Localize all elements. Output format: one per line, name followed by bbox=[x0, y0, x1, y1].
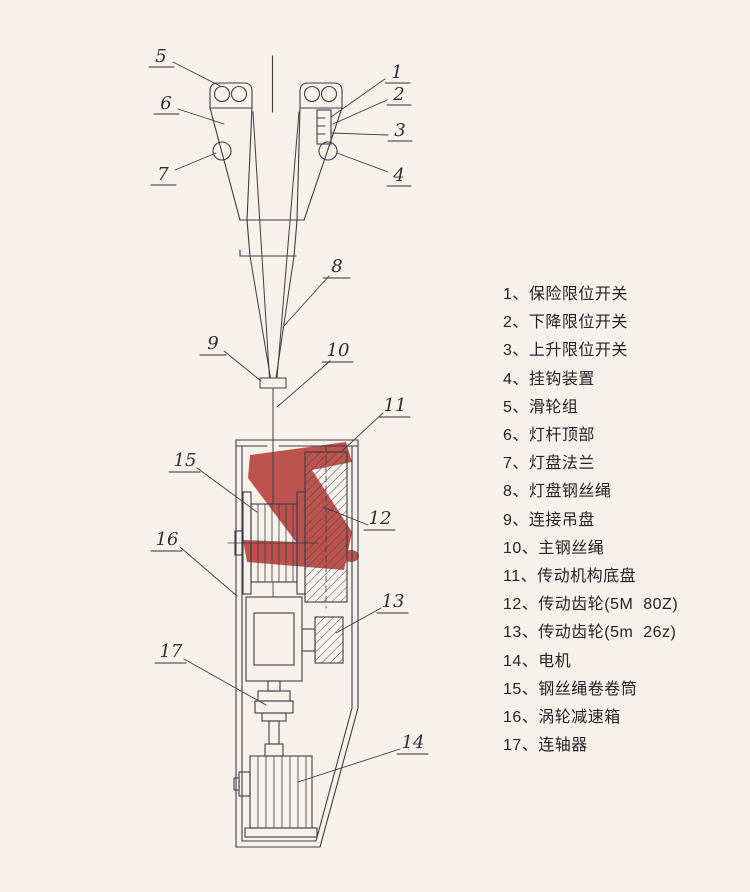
lamp-plate-flange bbox=[212, 141, 232, 161]
hook-device bbox=[318, 141, 338, 161]
legend-item-12: 12、传动齿轮(5M 80Z) bbox=[503, 596, 679, 614]
chassis-frame bbox=[235, 439, 359, 848]
coupling bbox=[254, 680, 294, 745]
part-label-17: 17 bbox=[160, 641, 183, 662]
limit-switch-box bbox=[316, 109, 332, 145]
part-label-15: 15 bbox=[174, 450, 197, 471]
leader-lines bbox=[172, 61, 401, 783]
wire-ropes bbox=[249, 111, 300, 505]
part-label-8: 8 bbox=[331, 256, 342, 277]
transmission-gear-small bbox=[301, 616, 344, 664]
part-label-5: 5 bbox=[155, 46, 166, 67]
part-labels: 5 6 7 1 2 3 4 8 9 10 11 15 12 16 13 17 1… bbox=[155, 46, 424, 753]
part-label-7: 7 bbox=[157, 164, 169, 185]
legend-item-4: 4、挂钩装置 bbox=[503, 370, 595, 388]
part-label-9: 9 bbox=[207, 333, 218, 354]
worm-gear-reducer bbox=[245, 581, 303, 682]
part-label-3: 3 bbox=[394, 120, 405, 141]
pulley-block-left bbox=[209, 82, 253, 109]
part-label-14: 14 bbox=[402, 732, 425, 753]
part-label-11: 11 bbox=[384, 395, 407, 416]
pulley-block-right bbox=[299, 82, 343, 109]
pole-top-plates bbox=[209, 107, 343, 257]
connecting-plate bbox=[259, 377, 287, 389]
legend-item-2: 2、下降限位开关 bbox=[503, 314, 628, 332]
legend-item-11: 11、传动机构底盘 bbox=[503, 568, 637, 586]
parts-legend: 1、保险限位开关 2、下降限位开关 3、上升限位开关 4、挂钩装置 5、滑轮组 … bbox=[503, 281, 738, 760]
legend-item-6: 6、灯杆顶部 bbox=[503, 427, 595, 445]
legend-item-7: 7、灯盘法兰 bbox=[503, 455, 595, 473]
legend-item-13: 13、传动齿轮(5m 26z) bbox=[503, 624, 677, 642]
motor bbox=[233, 743, 318, 838]
legend-item-5: 5、滑轮组 bbox=[503, 398, 579, 416]
pole-top-assembly bbox=[209, 55, 343, 257]
legend-item-9: 9、连接吊盘 bbox=[503, 511, 595, 529]
legend-item-17: 17、连轴器 bbox=[503, 737, 588, 755]
legend-item-15: 15、钢丝绳卷卷筒 bbox=[503, 680, 638, 698]
part-label-10: 10 bbox=[327, 340, 350, 361]
part-label-13: 13 bbox=[382, 591, 405, 612]
part-label-underlines bbox=[148, 66, 429, 755]
part-label-6: 6 bbox=[160, 93, 171, 114]
part-label-12: 12 bbox=[369, 508, 392, 529]
part-label-2: 2 bbox=[392, 84, 404, 105]
legend-item-14: 14、电机 bbox=[503, 652, 572, 670]
part-label-16: 16 bbox=[156, 529, 179, 550]
legend-item-3: 3、上升限位开关 bbox=[503, 342, 628, 360]
legend-item-10: 10、主钢丝绳 bbox=[503, 539, 605, 557]
legend-item-8: 8、灯盘钢丝绳 bbox=[503, 483, 612, 501]
part-label-1: 1 bbox=[391, 62, 402, 83]
legend-item-1: 1、保险限位开关 bbox=[503, 286, 628, 303]
legend-item-16: 16、涡轮减速箱 bbox=[503, 709, 621, 727]
transmission-gear-large bbox=[304, 445, 348, 609]
part-label-4: 4 bbox=[392, 165, 404, 186]
